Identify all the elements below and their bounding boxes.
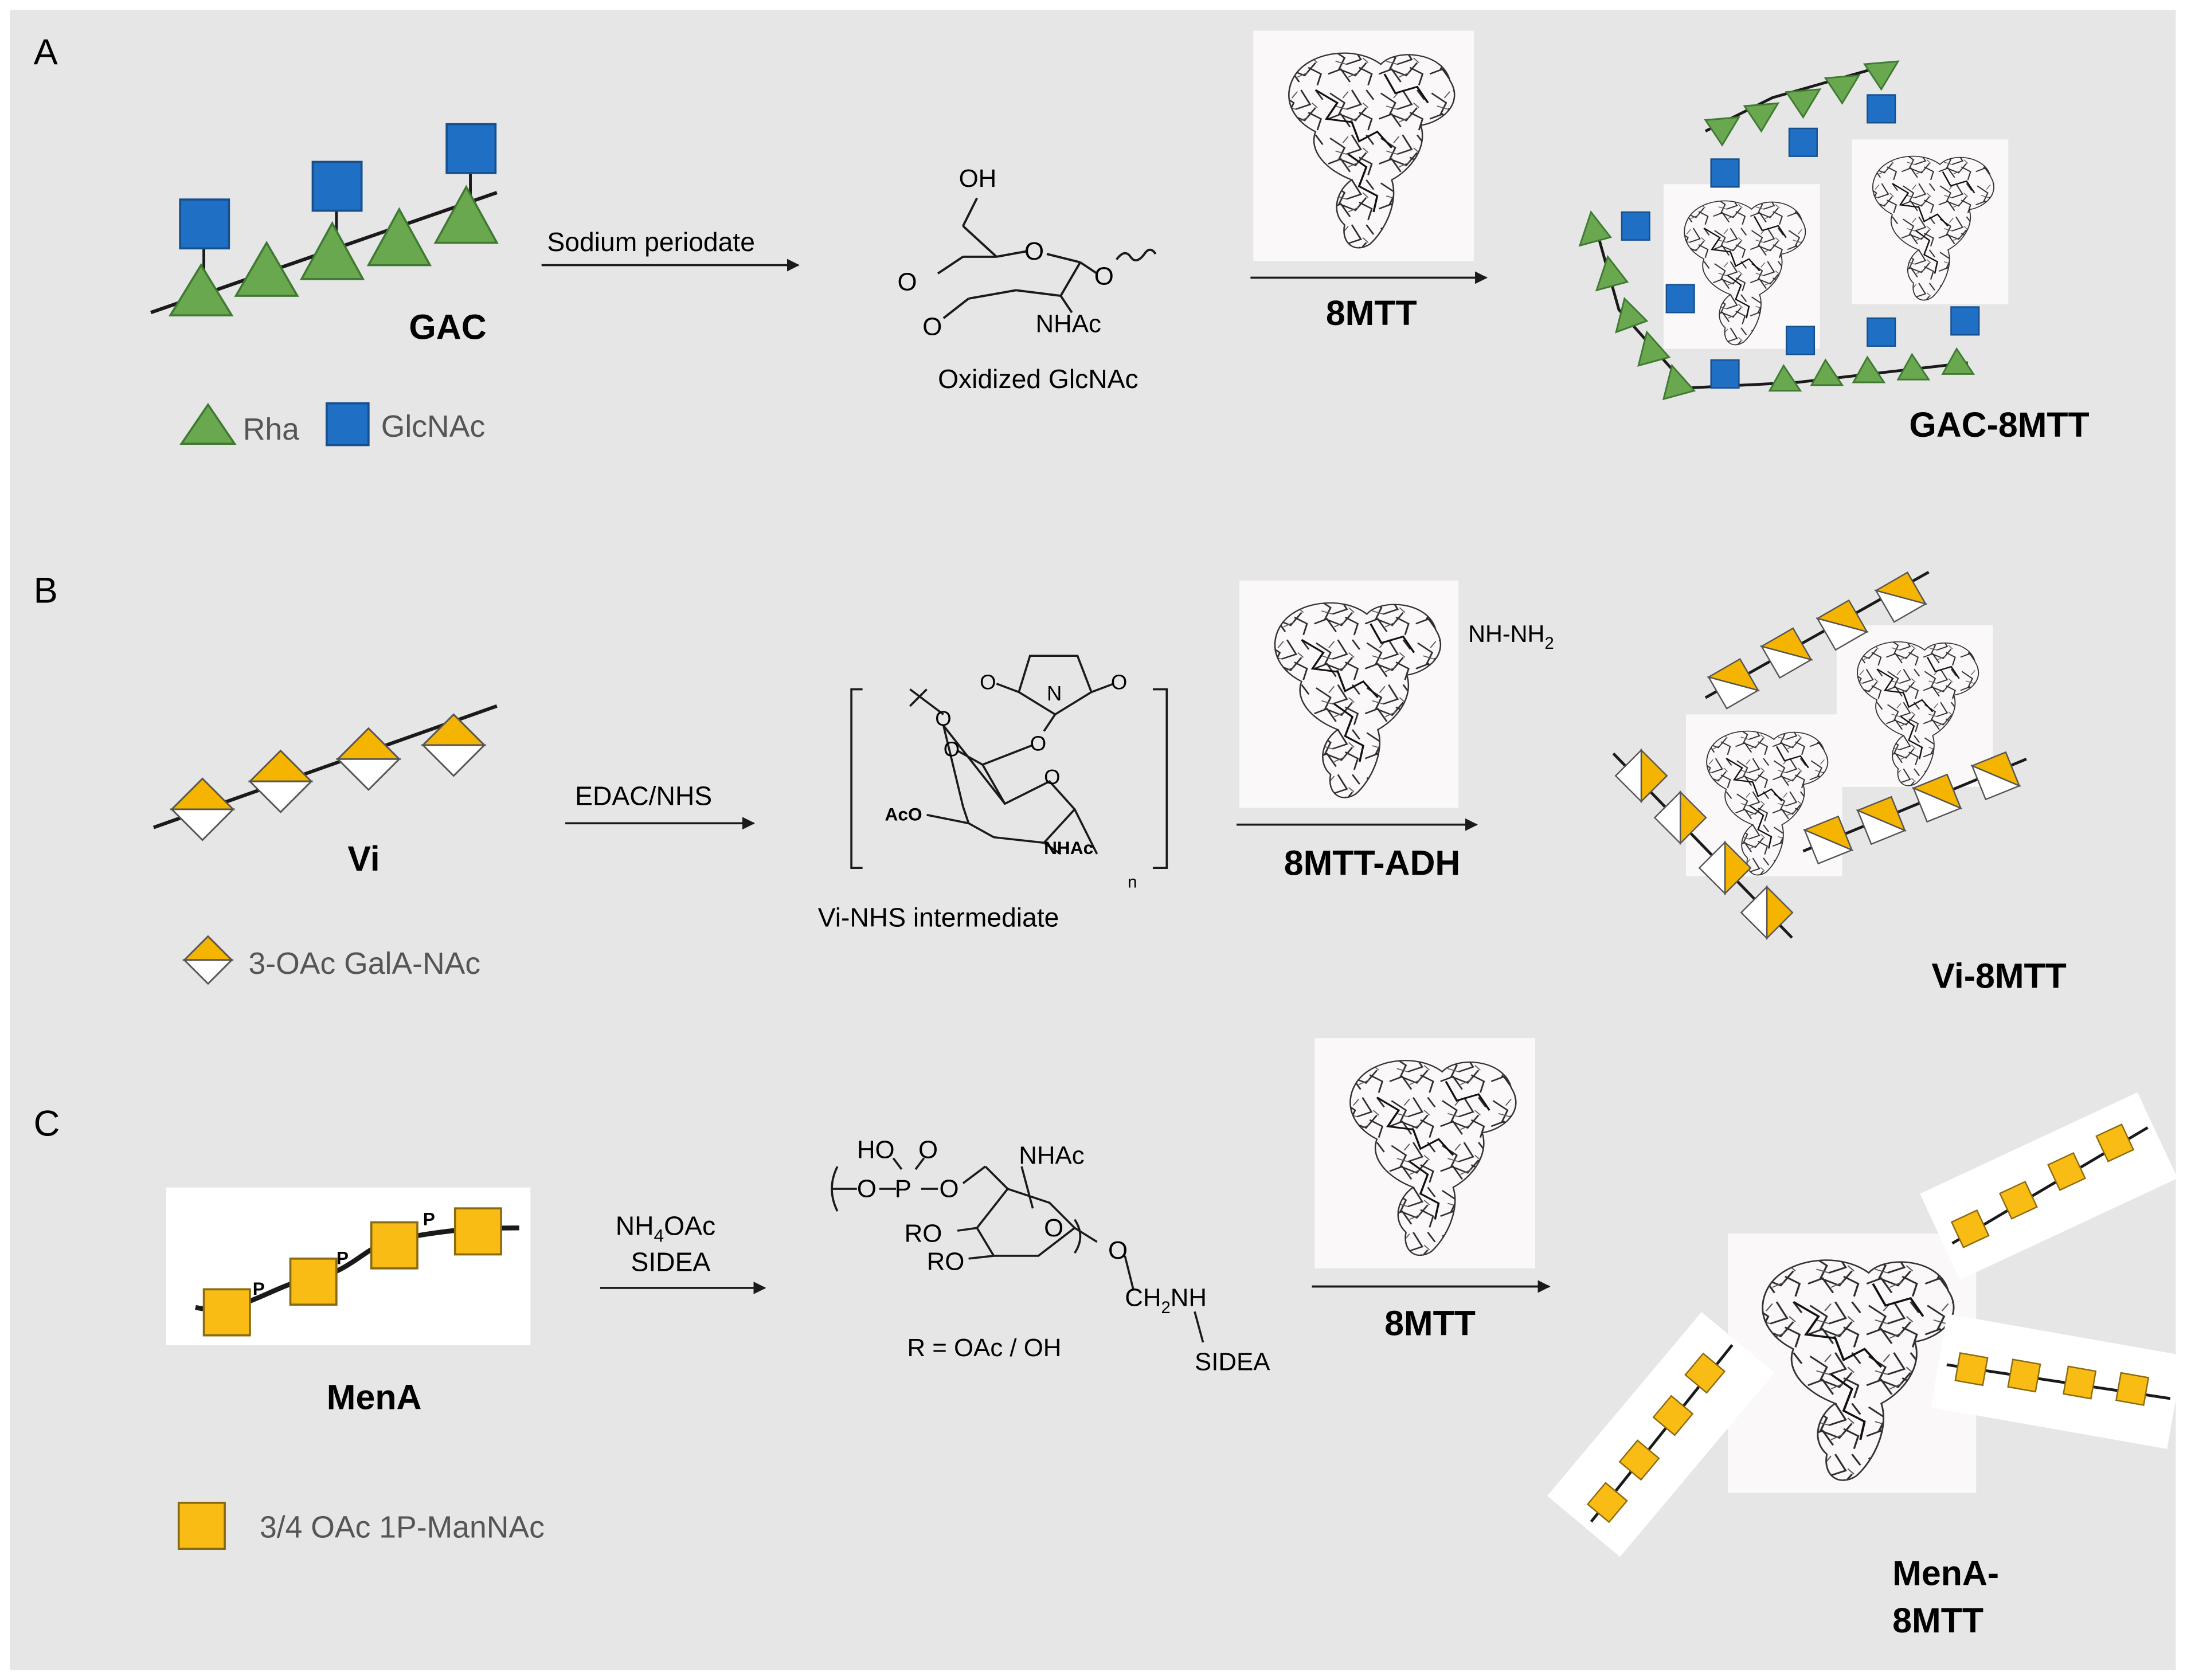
ester-o-label: O (935, 707, 951, 730)
rha-triangle (299, 221, 365, 280)
oxidized-glcnac-structure (937, 197, 1157, 319)
vi-8mtt-label: Vi-8MTT (1931, 957, 2067, 996)
ring-o-label-b: O (1044, 765, 1060, 789)
gac-label: GAC (409, 308, 486, 347)
mena-8mtt-label-line2: 8MTT (1892, 1601, 1983, 1640)
mannac-square (370, 1221, 418, 1270)
mannac-legend-square (177, 1502, 226, 1550)
phosphate-p: P (337, 1248, 349, 1268)
galanac-diamond (335, 727, 401, 791)
panel-b-legend: 3-OAc GalA-NAc (182, 935, 480, 985)
r-definition-label: R = OAc / OH (907, 1334, 1062, 1362)
panel-a-letter: A (34, 32, 58, 72)
panel-b: B Vi 3 (34, 571, 2067, 996)
oxidized-glcnac-label: Oxidized GlcNAc (938, 364, 1139, 394)
phosphate-o-left: O (857, 1175, 877, 1203)
vi-label: Vi (347, 839, 380, 878)
8mtt-protein-image (1253, 30, 1474, 261)
gac-8mtt-label: GAC-8MTT (1909, 405, 2089, 444)
mena-8mtt-conjugate (1547, 1092, 2184, 1557)
panel-a-legend: Rha GlcNAc (179, 402, 485, 447)
imide-o-label: O (1111, 671, 1127, 694)
hydrazide-label: NH-NH2 (1468, 621, 1554, 653)
rha-triangle (366, 207, 432, 267)
panel-b-letter: B (34, 571, 58, 611)
panel-c: C P P P MenA 3/4 OAc 1P-ManNAc NH4OAc SI… (34, 1038, 2184, 1640)
mannac-square (453, 1207, 502, 1256)
ro-label: RO (905, 1220, 942, 1248)
ring-o-label: O (1024, 237, 1044, 265)
galanac-legend-label: 3-OAc GalA-NAc (248, 947, 480, 981)
rha-legend-triangle (179, 402, 237, 445)
8mtt-label-c: 8MTT (1384, 1304, 1476, 1343)
glcnac-legend-label: GlcNAc (381, 410, 485, 444)
oh-label: OH (959, 165, 997, 193)
nh4oac-label: NH4OAc (616, 1211, 715, 1246)
aco-label: AcO (885, 804, 922, 824)
mena-chain: P P P (166, 1187, 531, 1345)
vi-nhs-structure (850, 655, 1168, 870)
glcnac-square (311, 160, 363, 212)
sidea-linker-label: SIDEA (1195, 1348, 1270, 1376)
glycosidic-o-label: O (1108, 1236, 1128, 1264)
aldehyde-o-label: O (922, 312, 942, 340)
mena-structure (831, 1157, 1204, 1343)
gac-8mtt-conjugate (1578, 60, 2009, 401)
rha-triangle (168, 263, 234, 316)
mannac-legend-label: 3/4 OAc 1P-ManNAc (260, 1511, 545, 1545)
rha-legend-label: Rha (243, 413, 299, 447)
rha-triangle (234, 240, 299, 297)
n-o-link-label: O (1030, 732, 1046, 755)
galanac-diamond (421, 713, 487, 777)
gac-chain (150, 123, 499, 316)
mena-label: MenA (327, 1378, 422, 1417)
phosphate-p: P (253, 1278, 265, 1299)
phosphate-p: P (423, 1208, 435, 1229)
glcnac-legend-square (325, 402, 370, 447)
imide-n-label: N (1047, 682, 1062, 705)
aldehyde-o-label: O (897, 268, 917, 296)
galanac-diamond (248, 749, 314, 813)
vi-nhs-label: Vi-NHS intermediate (818, 902, 1059, 932)
8mtt-adh-label: 8MTT-ADH (1284, 843, 1461, 882)
ch2nh-label: CH2NH (1125, 1284, 1207, 1317)
ro-label: RO (927, 1247, 965, 1275)
phosphate-o-right: O (940, 1175, 959, 1203)
sidea-reagent-label: SIDEA (631, 1247, 711, 1277)
panel-c-legend: 3/4 OAc 1P-ManNAc (177, 1502, 545, 1550)
mannac-square (202, 1288, 251, 1337)
galanac-diamond (170, 777, 236, 841)
8mtt-adh-protein-image (1239, 580, 1459, 808)
ho-label: HO (857, 1136, 895, 1164)
panel-c-letter: C (34, 1104, 60, 1144)
vi-8mtt-conjugate (1612, 570, 2027, 940)
vi-chain (152, 704, 498, 841)
mena-8mtt-label-line1: MenA- (1892, 1553, 1999, 1592)
8mtt-protein-image-c (1314, 1038, 1535, 1268)
panel-a: A GAC Rha GlcNAc Sodium periodate (34, 30, 2090, 447)
ring-o-label-c: O (1044, 1214, 1063, 1242)
rha-triangle (433, 185, 499, 244)
phosphate-o-top: O (918, 1136, 938, 1164)
n-index-label: n (1128, 873, 1137, 891)
mannac-square (289, 1257, 338, 1306)
phosphorus-label: P (895, 1175, 911, 1203)
carbonyl-o-label: O (944, 737, 960, 761)
glcnac-square (445, 123, 497, 174)
linkage-o-label: O (1094, 263, 1114, 291)
edac-nhs-label: EDAC/NHS (575, 781, 712, 811)
8mtt-label-a: 8MTT (1326, 293, 1417, 332)
nhac-label-b: NHAc (1044, 837, 1093, 858)
glcnac-square (179, 198, 230, 250)
sodium-periodate-label: Sodium periodate (547, 227, 755, 257)
nhac-label: NHAc (1035, 310, 1101, 338)
imide-o-label: O (980, 671, 996, 694)
nhac-label-c: NHAc (1019, 1141, 1084, 1169)
